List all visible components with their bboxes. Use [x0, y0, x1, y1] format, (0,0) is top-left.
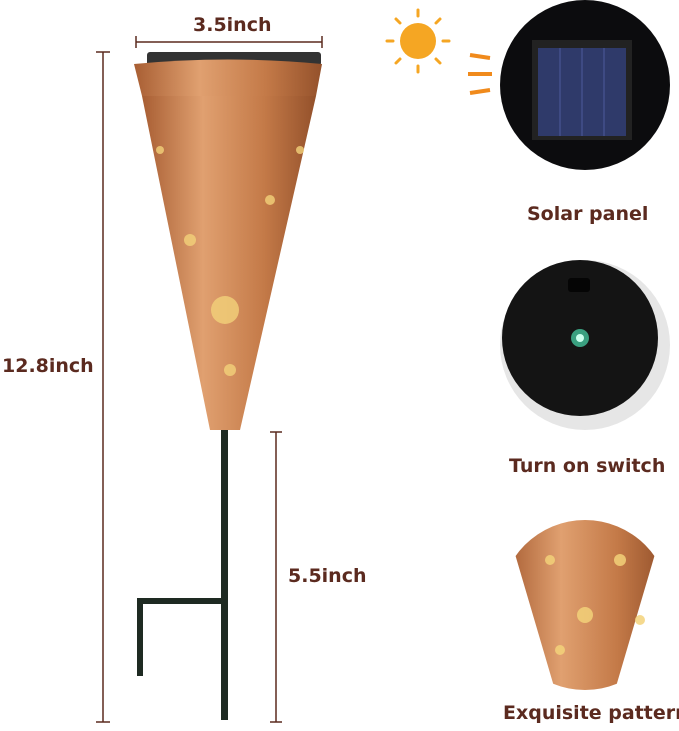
switch-photo: [500, 260, 670, 430]
switch-label: Turn on switch: [509, 455, 666, 477]
pattern-label: Exquisite pattern: [503, 702, 679, 724]
pattern-photo: [500, 520, 670, 690]
solar-panel-label: Solar panel: [527, 203, 649, 225]
lamp-cone: [134, 52, 322, 430]
dimension-lines: [96, 36, 323, 723]
solar-panel-photo: [500, 0, 670, 170]
height-label: 12.8inch: [2, 355, 94, 377]
sun-icon: [385, 8, 451, 74]
ground-stake: [137, 420, 228, 720]
width-label: 3.5inch: [193, 14, 272, 36]
stake-length-label: 5.5inch: [288, 565, 367, 587]
